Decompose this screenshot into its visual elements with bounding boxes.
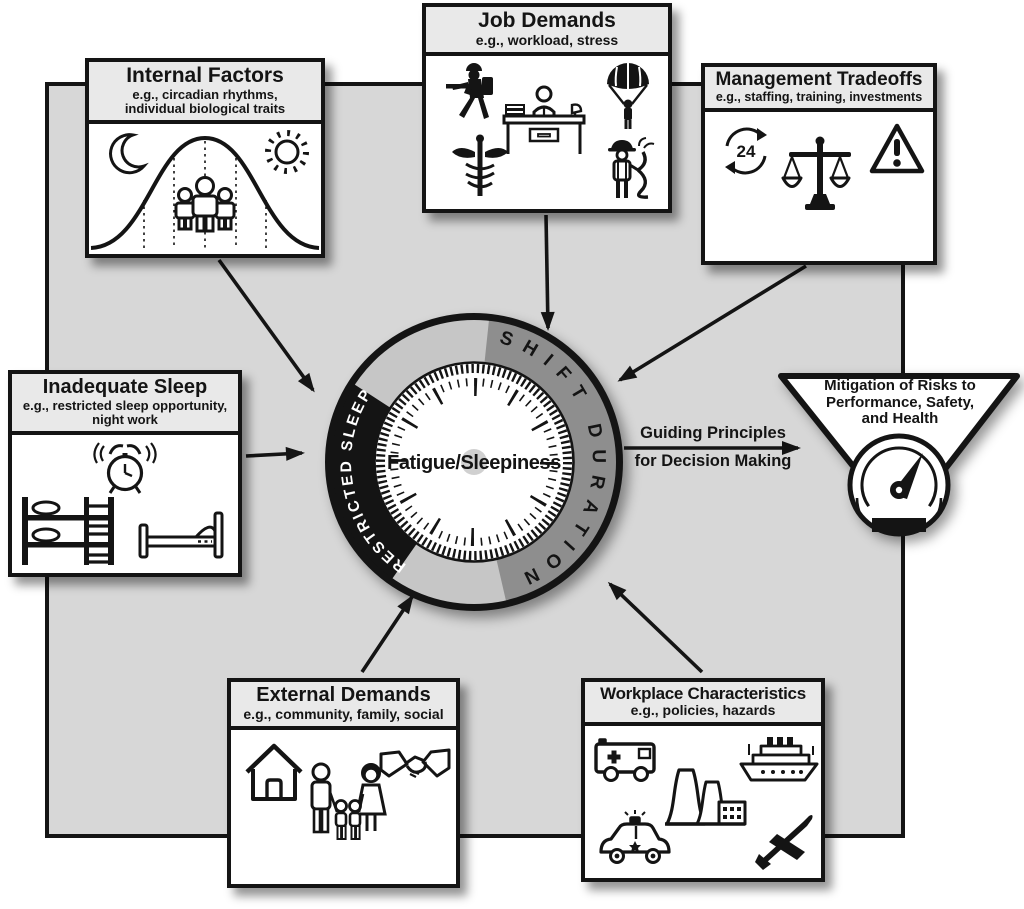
outcome-funnel <box>773 366 1024 548</box>
ring-restricted-sleep-segment <box>329 383 418 581</box>
box-subtitle: individual biological traits <box>124 100 286 116</box>
outcome-label-line3: and Health <box>861 410 939 427</box>
box-external-demands-header: External Demands e.g., community, family… <box>231 682 456 730</box>
box-subtitle: e.g., circadian rhythms, <box>132 86 278 102</box>
box-internal-factors: Internal Factors e.g., circadian rhythms… <box>85 58 325 258</box>
box-external-demands: External Demands e.g., community, family… <box>227 678 460 888</box>
gauge-icon <box>847 433 951 537</box>
parachutist-icon <box>607 62 649 129</box>
box-title: Management Tradeoffs <box>715 69 923 90</box>
box-subtitle: e.g., policies, hazards <box>630 702 776 719</box>
box-management-tradeoffs-header: Management Tradeoffs e.g., staffing, tra… <box>705 67 933 113</box>
box-subtitle: e.g., workload, stress <box>475 31 619 48</box>
clock-fine-ticks <box>376 364 572 560</box>
box-internal-factors-header: Internal Factors e.g., circadian rhythms… <box>89 62 321 124</box>
ambulance-icon <box>594 738 656 783</box>
cruise-ship-icon <box>739 737 819 782</box>
box-subtitle: e.g., community, family, social <box>243 705 444 722</box>
clock-center-label: Fatigue/Sleepiness <box>387 452 561 474</box>
clock-hour-ticks <box>390 378 558 546</box>
ring-shift-duration-segment <box>483 318 619 603</box>
warning-triangle-icon <box>869 123 925 174</box>
clock-center-dot <box>461 449 487 475</box>
firefighter-icon <box>608 136 655 199</box>
24-hour-cycle-icon: 24 <box>725 127 767 175</box>
box-subtitle: e.g., restricted sleep opportunity, <box>22 397 228 413</box>
box-title: Internal Factors <box>126 64 284 87</box>
police-car-icon <box>599 810 671 865</box>
fatigue-clock: Fatigue/Sleepiness SHIFT DURATION RESTRI… <box>324 312 624 612</box>
office-worker-icon <box>502 85 586 154</box>
box-workplace-characteristics: Workplace Characteristics e.g., policies… <box>581 678 825 882</box>
power-plant-icon <box>665 768 747 827</box>
box-job-demands-header: Job Demands e.g., workload, stress <box>426 7 668 56</box>
outcome-label: Mitigation of Risks to Performance, Safe… <box>814 377 986 428</box>
handshake-icon <box>379 748 451 778</box>
box-inadequate-sleep: Inadequate Sleep e.g., restricted sleep … <box>8 370 242 577</box>
guiding-principles-label-line2: for Decision Making <box>634 452 792 470</box>
ring-outer-border <box>325 313 623 611</box>
box-title: Workplace Characteristics <box>600 684 806 703</box>
alarm-clock-icon <box>93 441 157 494</box>
box-title: External Demands <box>256 684 431 706</box>
cycle-24-label: 24 <box>737 142 756 161</box>
bunk-bed-icon <box>22 496 114 565</box>
house-icon <box>245 743 303 801</box>
box-inadequate-sleep-header: Inadequate Sleep e.g., restricted sleep … <box>12 374 238 435</box>
outcome-label-line2: Performance, Safety, <box>825 393 975 411</box>
balance-scale-icon <box>781 136 851 211</box>
box-job-demands: Job Demands e.g., workload, stress <box>422 3 672 213</box>
box-title: Inadequate Sleep <box>42 376 208 398</box>
box-subtitle: e.g., staffing, training, investments <box>715 89 923 104</box>
box-workplace-characteristics-header: Workplace Characteristics e.g., policies… <box>585 682 821 727</box>
soldier-icon <box>446 62 493 119</box>
box-subtitle: night work <box>92 411 158 427</box>
sun-icon <box>265 129 309 174</box>
caduceus-icon <box>452 134 508 196</box>
people-group-icon <box>174 175 236 233</box>
guiding-principles-label-line1: Guiding Principles <box>640 424 786 442</box>
box-title: Job Demands <box>478 9 616 32</box>
outcome-label-line1: Mitigation of Risks to <box>824 377 976 394</box>
moon-icon <box>109 132 149 174</box>
airplane-icon <box>755 815 813 871</box>
family-icon <box>310 762 387 840</box>
box-management-tradeoffs: Management Tradeoffs e.g., staffing, tra… <box>701 63 937 265</box>
bed-icon <box>138 511 224 559</box>
